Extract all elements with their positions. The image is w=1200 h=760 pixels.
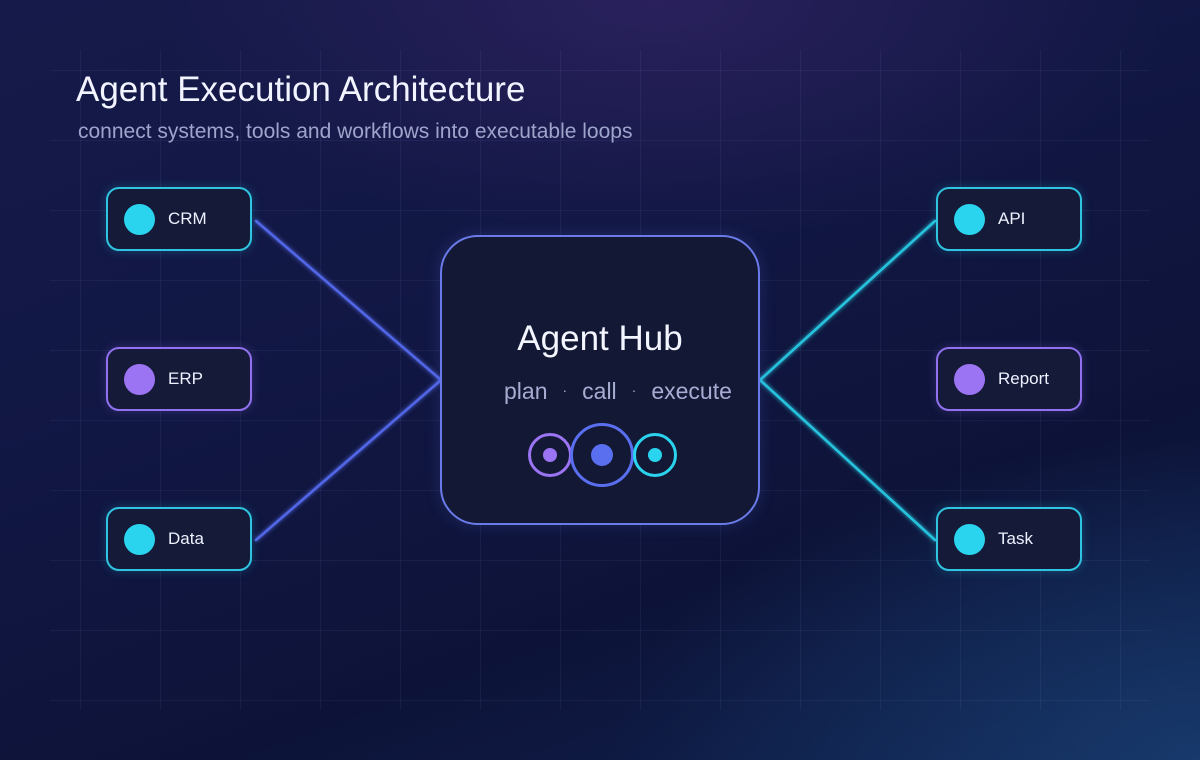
hub-title: Agent Hub xyxy=(517,319,683,358)
hub-steps: plan · call · execute xyxy=(504,378,732,405)
node-task[interactable]: Task xyxy=(936,507,1082,571)
node-label: Task xyxy=(998,529,1033,548)
node-data[interactable]: Data xyxy=(106,507,252,571)
node-label: CRM xyxy=(168,209,207,228)
node-label: API xyxy=(998,209,1026,228)
crm-dot-icon xyxy=(124,203,155,235)
step-separator: · xyxy=(631,382,637,398)
agent-hub[interactable]: Agent Hub plan · call · execute xyxy=(440,235,760,525)
node-crm[interactable]: CRM xyxy=(106,187,252,251)
step-separator: · xyxy=(562,382,568,398)
erp-dot-icon xyxy=(124,363,155,395)
node-label: Data xyxy=(168,529,204,548)
report-dot-icon xyxy=(954,363,985,395)
step-call: call xyxy=(582,378,617,404)
node-label: ERP xyxy=(168,369,203,388)
step-plan: plan xyxy=(504,378,548,404)
blue-ring-icon xyxy=(570,423,634,487)
node-erp[interactable]: ERP xyxy=(106,347,252,411)
data-dot-icon xyxy=(124,523,155,555)
purple-ring-icon xyxy=(528,433,572,477)
api-dot-icon xyxy=(954,203,985,235)
task-dot-icon xyxy=(954,523,985,555)
cyan-ring-icon xyxy=(633,433,677,477)
diagram-subtitle: connect systems, tools and workflows int… xyxy=(78,120,633,143)
node-label: Report xyxy=(998,369,1050,388)
wire-hub-to-task xyxy=(758,378,937,542)
wire-hub-to-api xyxy=(758,219,937,382)
diagram-title: Agent Execution Architecture xyxy=(76,70,526,109)
step-execute: execute xyxy=(651,378,732,404)
node-report[interactable]: Report xyxy=(936,347,1082,411)
wire-data-to-hub xyxy=(254,378,443,542)
wire-crm-to-hub xyxy=(254,219,443,382)
node-api[interactable]: API xyxy=(936,187,1082,251)
